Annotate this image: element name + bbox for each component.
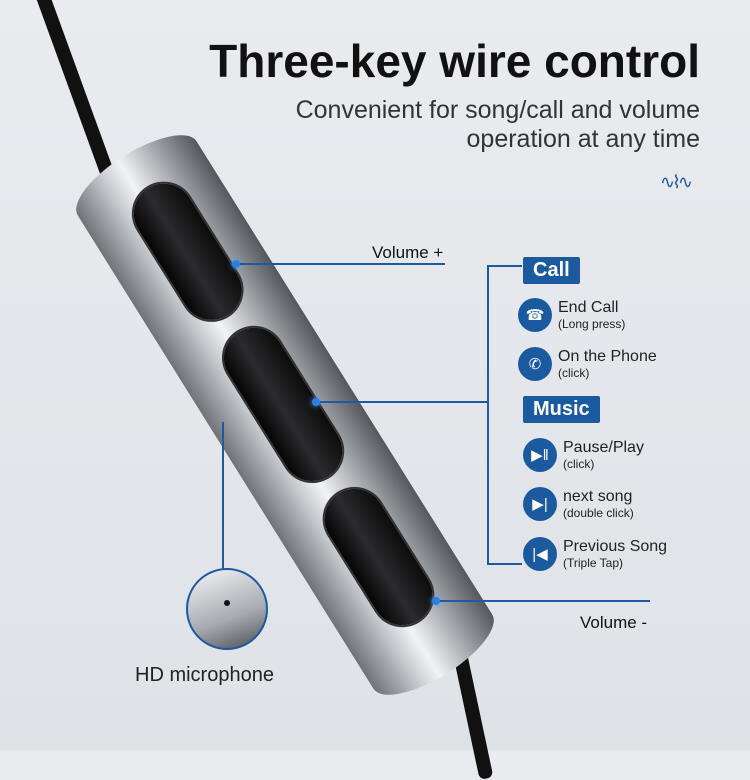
phone-icon: ✆ <box>518 347 552 381</box>
wire-controller <box>64 119 506 711</box>
play-pause-icon: ▶‖ <box>523 438 557 472</box>
microphone-label: HD microphone <box>135 664 274 686</box>
volume-up-line <box>240 263 445 265</box>
bracket-line <box>487 265 489 565</box>
volume-down-dot <box>432 597 440 605</box>
volume-up-label: Volume + <box>372 243 444 262</box>
item-title: End Call <box>558 299 619 316</box>
multi-button-dot <box>312 398 320 406</box>
list-item: |◀ Previous Song(Triple Tap) <box>523 537 667 571</box>
microphone-closeup <box>186 568 268 650</box>
microphone-line <box>222 422 224 570</box>
previous-track-icon: |◀ <box>523 537 557 571</box>
bracket-bottom <box>487 563 522 565</box>
call-tag: Call <box>523 257 580 284</box>
item-title: Previous Song <box>563 538 668 555</box>
music-tag: Music <box>523 396 600 423</box>
volume-up-dot <box>232 260 240 268</box>
list-item: ▶| next song(double click) <box>523 487 634 521</box>
list-item: ✆ On the Phone(click) <box>518 347 657 381</box>
item-title: On the Phone <box>558 348 657 365</box>
item-title: Pause/Play <box>563 439 644 456</box>
list-item: ☎ End Call(Long press) <box>518 298 625 332</box>
subtitle-line-2: operation at any time <box>466 125 700 153</box>
bracket-top <box>487 265 522 267</box>
item-note: (click) <box>563 457 595 471</box>
next-track-icon: ▶| <box>523 487 557 521</box>
item-note: (double click) <box>563 506 634 520</box>
item-title: next song <box>563 488 633 505</box>
item-note: (Triple Tap) <box>563 556 624 570</box>
page-title: Three-key wire control <box>209 35 700 87</box>
list-item: ▶‖ Pause/Play(click) <box>523 438 644 472</box>
volume-down-line <box>440 600 650 602</box>
volume-down-label: Volume - <box>580 613 648 632</box>
item-note: (click) <box>558 366 590 380</box>
wave-icon: ∿⌇∿ <box>660 172 693 192</box>
item-note: (Long press) <box>558 317 626 331</box>
multi-button-line <box>320 401 488 403</box>
subtitle-line-1: Convenient for song/call and volume <box>295 96 700 124</box>
hang-up-icon: ☎ <box>518 298 552 332</box>
